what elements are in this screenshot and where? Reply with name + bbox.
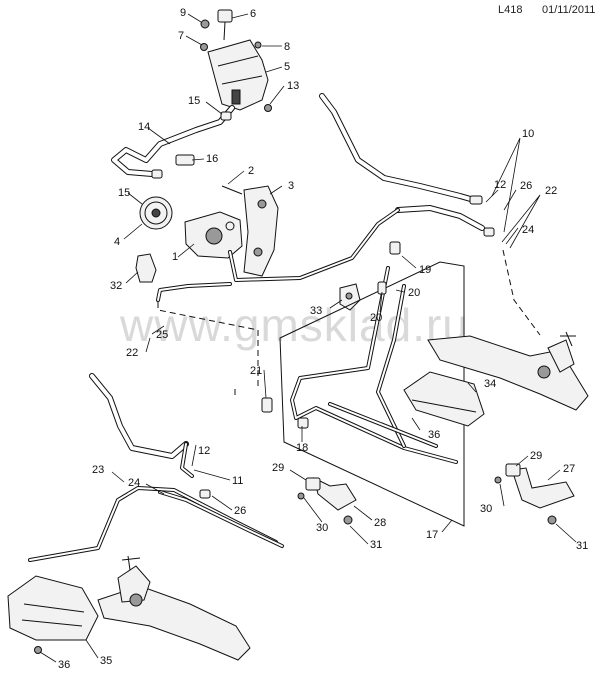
reservoir-to-pump-hose bbox=[111, 105, 235, 177]
callout-18: 18 bbox=[296, 442, 308, 454]
callout-15: 15 bbox=[188, 95, 200, 107]
callout-12: 12 bbox=[198, 445, 210, 457]
callout-26: 26 bbox=[234, 505, 246, 517]
callout-22: 22 bbox=[545, 185, 557, 197]
callout-16: 16 bbox=[206, 153, 218, 165]
callout-30: 30 bbox=[480, 503, 492, 515]
callout-5: 5 bbox=[284, 61, 290, 73]
callout-31: 31 bbox=[576, 540, 588, 552]
callout-34: 34 bbox=[484, 378, 496, 390]
callout-23: 23 bbox=[92, 464, 104, 476]
return-pipe bbox=[156, 282, 232, 302]
bracket-32 bbox=[135, 253, 157, 283]
callout-24: 24 bbox=[128, 477, 140, 489]
callout-19: 19 bbox=[419, 264, 431, 276]
bracket-33 bbox=[339, 283, 361, 311]
callout-2: 2 bbox=[248, 165, 254, 177]
bracket-28 bbox=[297, 477, 357, 525]
callout-36: 36 bbox=[428, 429, 440, 441]
callout-3: 3 bbox=[288, 180, 294, 192]
callout-12: 12 bbox=[494, 179, 506, 191]
diagram-code: L418 bbox=[498, 4, 523, 16]
callout-17: 17 bbox=[426, 529, 438, 541]
pump-bracket bbox=[221, 185, 279, 277]
cooler-pipes bbox=[290, 266, 458, 464]
callout-21: 21 bbox=[250, 365, 262, 377]
callout-8: 8 bbox=[284, 41, 290, 53]
callout-9: 9 bbox=[180, 7, 186, 19]
callout-14: 14 bbox=[138, 121, 150, 133]
bracket-27 bbox=[494, 463, 575, 525]
hose-clamps bbox=[151, 111, 232, 179]
callout-26: 26 bbox=[520, 180, 532, 192]
callout-27: 27 bbox=[563, 463, 575, 475]
lower-hose bbox=[28, 373, 284, 562]
callout-31: 31 bbox=[370, 539, 382, 551]
callout-30: 30 bbox=[316, 522, 328, 534]
callout-1: 1 bbox=[172, 251, 178, 263]
reservoir-bolts bbox=[200, 19, 272, 112]
steering-pump bbox=[184, 211, 243, 259]
callout-13: 13 bbox=[287, 80, 299, 92]
heat-shield-35 bbox=[7, 575, 99, 654]
callout-15: 15 bbox=[118, 187, 130, 199]
callout-25: 25 bbox=[156, 329, 168, 341]
callout-6: 6 bbox=[250, 8, 256, 20]
callout-4: 4 bbox=[114, 236, 120, 248]
lower-steering-gear bbox=[97, 555, 251, 661]
callout-7: 7 bbox=[178, 30, 184, 42]
callout-29: 29 bbox=[272, 462, 284, 474]
callout-32: 32 bbox=[110, 280, 122, 292]
callout-numbers: 9 6 7 8 5 13 15 14 16 2 3 15 4 1 32 10 1… bbox=[58, 7, 588, 671]
callout-11: 11 bbox=[232, 475, 243, 487]
callout-20: 20 bbox=[370, 312, 382, 324]
reservoir bbox=[207, 39, 269, 111]
cooler-fittings bbox=[297, 241, 401, 429]
callout-35: 35 bbox=[100, 655, 112, 667]
diagram-date: 01/11/2011 bbox=[542, 4, 596, 16]
callout-24: 24 bbox=[522, 224, 534, 236]
leader-lines bbox=[39, 13, 577, 663]
callout-29: 29 bbox=[530, 450, 542, 462]
fitting-21 bbox=[261, 397, 273, 413]
dashed-connection-lines bbox=[157, 249, 541, 395]
reservoir-cap bbox=[217, 9, 233, 41]
pressure-hose bbox=[319, 93, 495, 237]
callout-28: 28 bbox=[374, 517, 386, 529]
pressure-pipe bbox=[228, 208, 400, 282]
callout-10: 10 bbox=[522, 128, 534, 140]
callout-36: 36 bbox=[58, 659, 70, 671]
callout-20: 20 bbox=[408, 287, 420, 299]
upper-steering-gear bbox=[427, 331, 589, 411]
heat-shield-34 bbox=[403, 371, 485, 427]
pump-pulley bbox=[139, 196, 173, 230]
callout-33: 33 bbox=[310, 305, 322, 317]
callout-22: 22 bbox=[126, 347, 138, 359]
